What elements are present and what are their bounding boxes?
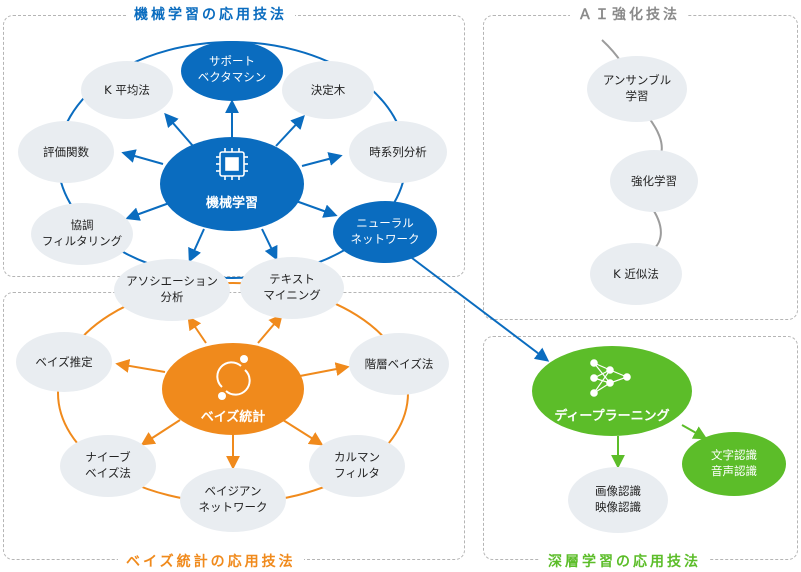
node-kalman-line2: フィルタ [334,466,380,480]
node-timeseries[interactable]: 時系列分析 [349,121,447,183]
bayes-panel-title: ベイズ統計の応用技法 [118,551,304,571]
dl-arrow-text [681,424,708,440]
bayes-hub[interactable]: ベイズ統計 [162,343,304,435]
node-text-recognition-line1: 文字認識 [711,448,757,462]
bayes-hub-label: ベイズ統計 [201,409,266,425]
node-kmeans-label: K 平均法 [104,83,150,97]
node-collab-line2: フィルタリング [42,234,123,248]
node-reinforcement-label: 強化学習 [631,174,677,188]
node-decision-tree-label: 決定木 [311,83,346,97]
node-ensemble-line2: 学習 [626,89,649,103]
node-naive-bayes[interactable]: ナイーブ ベイズ法 [60,435,156,497]
node-kmeans[interactable]: K 平均法 [81,61,173,119]
node-hierarchical-bayes-label: 階層ベイズ法 [365,357,434,371]
node-eval-label: 評価関数 [43,145,89,159]
node-svm-line2: ベクタマシン [198,70,267,84]
node-svm[interactable]: サポート ベクタマシン [181,41,283,101]
ml-panel-title: 機械学習の応用技法 [126,4,295,24]
node-reinforcement[interactable]: 強化学習 [610,150,698,212]
neural-network-icon [590,359,631,397]
node-hierarchical-bayes[interactable]: 階層ベイズ法 [349,333,449,395]
node-naive-bayes-line1: ナイーブ [85,450,131,464]
node-bayes-estimation-label: ベイズ推定 [35,355,93,369]
node-eval[interactable]: 評価関数 [18,121,114,183]
node-svm-line1: サポート [209,54,255,68]
node-knn[interactable]: K 近似法 [590,243,682,305]
node-bayesian-network-line1: ベイジアン [204,484,261,498]
node-neural-line1: ニューラル [356,216,414,230]
node-bayes-estimation[interactable]: ベイズ推定 [16,332,112,392]
node-text-recognition[interactable]: 文字認識 音声認識 [682,432,786,496]
node-naive-bayes-line2: ベイズ法 [85,466,131,480]
node-bayesian-network-line2: ネットワーク [199,500,268,514]
ml-hub[interactable]: 機械学習 [160,137,304,231]
bayes-arrows [115,313,350,470]
neural-to-dl-arrow [407,254,550,362]
node-bayesian-network[interactable]: ベイジアン ネットワーク [180,468,286,532]
node-decision-tree[interactable]: 決定木 [282,61,374,119]
chip-icon [216,148,248,180]
node-ensemble-line1: アンサンブル [603,73,671,87]
node-image-recognition-line1: 画像認識 [595,484,641,498]
node-neural[interactable]: ニューラル ネットワーク [333,201,437,263]
node-knn-label: K 近似法 [613,267,659,281]
node-image-recognition[interactable]: 画像認識 映像認識 [568,467,668,533]
dl-panel-title: 深層学習の応用技法 [540,551,709,571]
node-neural-line2: ネットワーク [351,232,420,246]
node-ensemble[interactable]: アンサンブル 学習 [587,56,687,122]
node-association-line1: アソシエーション [126,274,218,288]
cycle-icon [216,355,251,400]
dl-hub-label: ディープラーニング [554,408,669,424]
node-kalman[interactable]: カルマン フィルタ [309,435,405,497]
node-textmining-line2: マイニング [263,288,321,302]
node-image-recognition-line2: 映像認識 [595,500,641,514]
node-timeseries-label: 時系列分析 [369,145,427,159]
node-collab[interactable]: 協調 フィルタリング [31,203,133,265]
node-collab-line1: 協調 [71,218,94,232]
ml-hub-label: 機械学習 [206,195,258,211]
ml-arrows [121,99,343,263]
node-kalman-line1: カルマン [334,450,380,464]
node-textmining[interactable]: テキスト マイニング [240,257,344,319]
rl-panel-title: ＡＩ強化技法 [570,4,688,24]
dl-hub[interactable]: ディープラーニング [532,346,692,436]
node-association[interactable]: アソシエーション 分析 [114,259,230,321]
node-textmining-line1: テキスト [269,272,315,286]
node-text-recognition-line2: 音声認識 [711,464,757,478]
node-association-line2: 分析 [161,290,184,304]
